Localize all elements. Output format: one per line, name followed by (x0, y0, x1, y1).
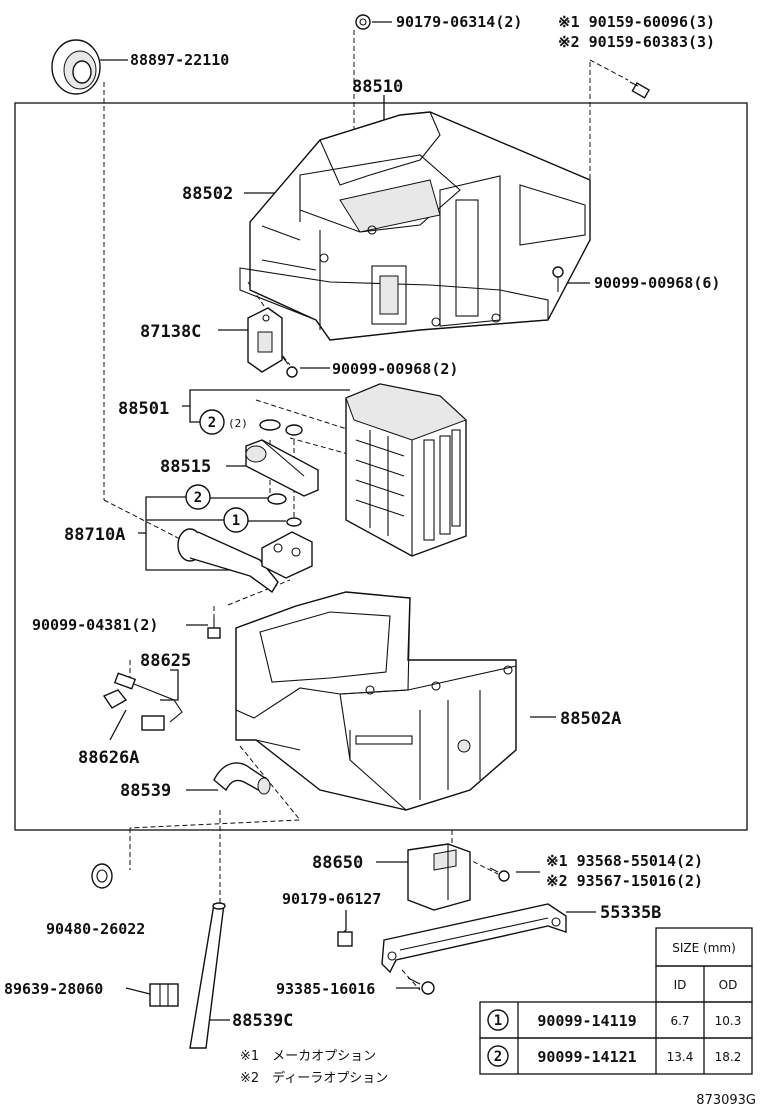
part-number-label: ※1 93568-55014(2) (546, 852, 703, 870)
evaporator-core (345, 383, 467, 557)
part-number-label: 93385-16016 (276, 980, 375, 998)
amplifier-module-icon (407, 843, 471, 911)
size-table-row: 2 90099-14121 13.4 18.2 (487, 1045, 742, 1067)
part-number-label: 88710A (64, 525, 125, 545)
screw-icon (629, 81, 651, 99)
o-ring-icon (267, 493, 302, 527)
figure-id: 873093G (696, 1093, 756, 1108)
ref-circle-2: 2 (199, 409, 225, 435)
screw-icon (552, 266, 564, 292)
assembly-frame (14, 102, 748, 831)
o-ring-icon (259, 419, 303, 436)
refrigerant-tube-icon (177, 528, 313, 594)
option-note-2: ※2 ディーラオプション (240, 1070, 388, 1086)
ref-circle-2-text: 2 (194, 490, 202, 506)
part-number-label: ※2 90159-60383(3) (558, 33, 715, 51)
ref-circle-2-text: 2 (208, 415, 216, 431)
part-number-label: ※1 90159-60096(3) (558, 13, 715, 31)
size-row-num: 1 (494, 1013, 502, 1029)
part-number-label: 90179-06127 (282, 890, 381, 908)
size-table-header: SIZE (mm) (672, 941, 736, 955)
option-note-1: ※1 メーカオプション (240, 1049, 376, 1064)
part-number-label: 90099-04381(2) (32, 616, 158, 634)
ref-circle-2: 2 (185, 484, 211, 510)
part-number-label: (2) (228, 417, 248, 430)
part-number-label: 89639-28060 (4, 980, 103, 998)
nut-icon (355, 14, 371, 30)
thermistor-sensor-icon (113, 672, 183, 731)
size-row-num: 2 (494, 1049, 502, 1065)
part-number-label: 90179-06314(2) (396, 13, 522, 31)
size-table-row: 1 90099-14119 6.7 10.3 (487, 1009, 742, 1031)
size-row-od: 18.2 (715, 1050, 742, 1064)
clip-icon (337, 931, 353, 947)
size-table-col-od: OD (719, 978, 738, 992)
part-number-label: 90099-00968(2) (332, 360, 458, 378)
part-number-label: 88510 (352, 77, 403, 97)
part-number-label: 90099-00968(6) (594, 274, 720, 292)
expansion-valve-icon (245, 439, 319, 497)
part-number-label: 55335B (600, 903, 661, 923)
clamp-icon (149, 983, 179, 1007)
size-row-od: 10.3 (715, 1014, 742, 1028)
ref-circle-1-text: 1 (232, 513, 240, 529)
part-number-label: 88515 (160, 457, 211, 477)
part-number-label: 88897-22110 (130, 51, 229, 69)
part-number-label: 88626A (78, 748, 139, 768)
size-table-col-id: ID (674, 978, 687, 992)
part-number-label: 88501 (118, 399, 169, 419)
ref-circle-1: 1 (223, 507, 249, 533)
lower-case-housing (235, 591, 517, 811)
seal-gasket-icon (51, 39, 101, 95)
part-number-label: 88539 (120, 781, 171, 801)
screw-icon (281, 355, 298, 378)
bolt-icon (407, 977, 435, 995)
part-number-label: 88539C (232, 1011, 293, 1031)
screw-icon (489, 867, 510, 882)
support-bracket-icon (381, 903, 567, 974)
part-number-label: 88650 (312, 853, 363, 873)
part-number-label: 90480-26022 (46, 920, 145, 938)
part-number-label: 88625 (140, 651, 191, 671)
part-number-label: 88502 (182, 184, 233, 204)
grommet-icon (91, 863, 113, 889)
part-number-label: 87138C (140, 322, 201, 342)
size-row-part: 90099-14119 (537, 1012, 636, 1030)
size-table: SIZE (mm) ID OD 1 90099-14119 6.7 10.3 2… (479, 927, 753, 1075)
size-row-id: 6.7 (670, 1014, 689, 1028)
clip-icon (102, 689, 128, 709)
upper-case-housing (239, 111, 591, 341)
part-number-label: ※2 93567-15016(2) (546, 872, 703, 890)
size-row-id: 13.4 (667, 1050, 694, 1064)
bracket-icon (247, 307, 283, 373)
screw-icon (207, 618, 221, 639)
size-row-part: 90099-14121 (537, 1048, 636, 1066)
part-number-label: 88502A (560, 709, 621, 729)
drain-hose-long-icon (189, 902, 226, 1049)
drain-hose-icon (213, 762, 271, 795)
